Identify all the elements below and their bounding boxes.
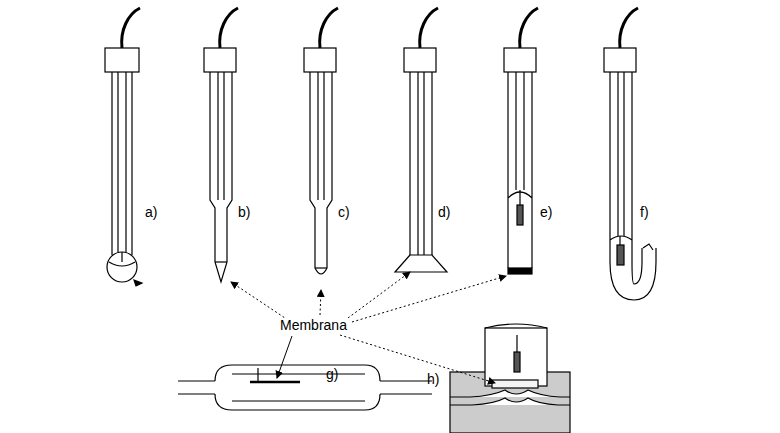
figure-letter: g) (326, 367, 338, 381)
figure-letter: e) (540, 205, 552, 219)
figure-letter: d) (438, 205, 450, 219)
figure-letter: a) (145, 205, 157, 219)
figure-letter: f) (640, 205, 649, 219)
membrane-label: Membrana (278, 318, 349, 332)
figure-letter: b) (238, 205, 250, 219)
figure-letter: c) (338, 205, 350, 219)
leader-line (277, 336, 292, 378)
figure-letter: h) (427, 372, 439, 386)
leader-lines (231, 272, 506, 383)
